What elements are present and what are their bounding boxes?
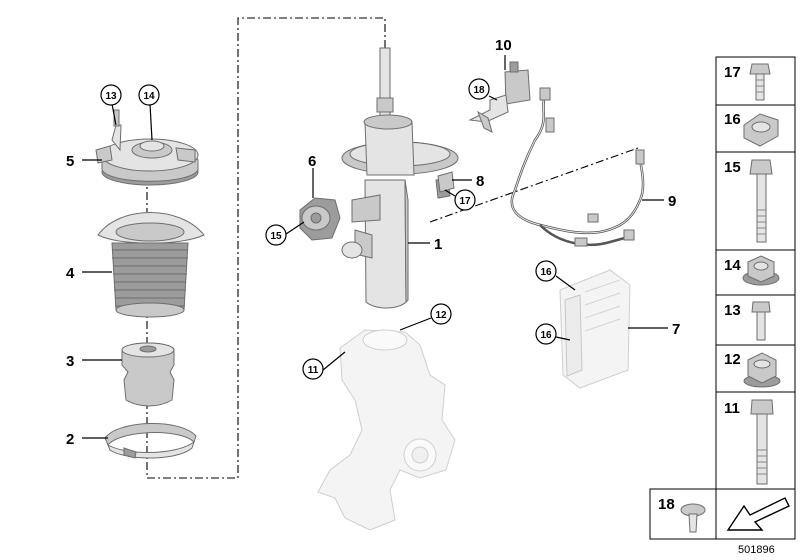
screw-18-icon: [680, 503, 706, 533]
legend-label-13: 13: [724, 302, 741, 319]
callout-4: 4: [66, 265, 75, 282]
svg-text:13: 13: [105, 91, 117, 102]
legend-label-17: 17: [724, 64, 741, 81]
bump-stop-part: [121, 342, 175, 407]
hardware-legend: 17 16 15 14 13 12 11 18: [649, 56, 796, 540]
legend-label-18: 18: [658, 496, 675, 513]
callout-10: 10: [495, 37, 512, 54]
diagram-number: 501896: [738, 544, 775, 556]
callout-9: 9: [668, 193, 676, 210]
control-unit-part: [559, 269, 631, 389]
svg-text:11: 11: [308, 365, 319, 376]
callout-circle-16-bottom: 16: [535, 323, 557, 345]
callout-circle-14: 14: [138, 84, 160, 106]
sensor-bracket-part: [468, 61, 531, 133]
callout-1: 1: [434, 236, 442, 253]
svg-text:16: 16: [540, 330, 552, 341]
callout-3: 3: [66, 353, 74, 370]
callout-circle-15: 15: [265, 224, 287, 246]
svg-text:18: 18: [473, 85, 485, 96]
callout-circle-16-top: 16: [535, 260, 557, 282]
callout-circle-18: 18: [468, 78, 490, 100]
spring-pad-part: [104, 422, 197, 459]
svg-text:14: 14: [143, 91, 155, 102]
legend-label-12: 12: [724, 351, 741, 368]
callout-circle-12: 12: [430, 303, 452, 325]
callout-circle-13: 13: [100, 84, 122, 106]
svg-text:17: 17: [459, 196, 471, 207]
legend-label-15: 15: [724, 159, 741, 176]
legend-label-16: 16: [724, 111, 741, 128]
bolt-17-icon: [749, 63, 771, 101]
svg-text:16: 16: [540, 267, 552, 278]
bolt-15-icon: [749, 159, 773, 243]
wiring-harness-part: [510, 87, 645, 247]
callout-circle-11: 11: [302, 358, 324, 380]
bellows-part: [97, 212, 205, 318]
callout-5: 5: [66, 153, 74, 170]
assembly-dash-line: [146, 17, 386, 479]
strut-part: [341, 47, 459, 309]
legend-label-14: 14: [724, 257, 741, 274]
leader-lines: [82, 55, 668, 439]
bolt-11-icon: [750, 399, 774, 485]
top-mount-part: [95, 124, 199, 186]
callout-6: 6: [308, 153, 316, 170]
nut-part: [299, 197, 341, 241]
callout-8: 8: [476, 173, 484, 190]
svg-text:12: 12: [435, 310, 447, 321]
small-bolt-part: [113, 109, 120, 127]
callout-circle-17: 17: [454, 189, 476, 211]
nut-16-icon: [743, 113, 779, 147]
nut-12-icon: [743, 352, 781, 388]
orientation-arrow-icon: [726, 497, 790, 531]
bracket-part: [437, 171, 455, 193]
callout-2: 2: [66, 431, 74, 448]
legend-label-11: 11: [724, 400, 740, 417]
svg-text:15: 15: [270, 231, 282, 242]
bolt-13-icon: [751, 301, 771, 341]
steering-knuckle-part: [317, 329, 456, 531]
callout-7: 7: [672, 321, 680, 338]
nut-14-icon: [742, 255, 780, 286]
